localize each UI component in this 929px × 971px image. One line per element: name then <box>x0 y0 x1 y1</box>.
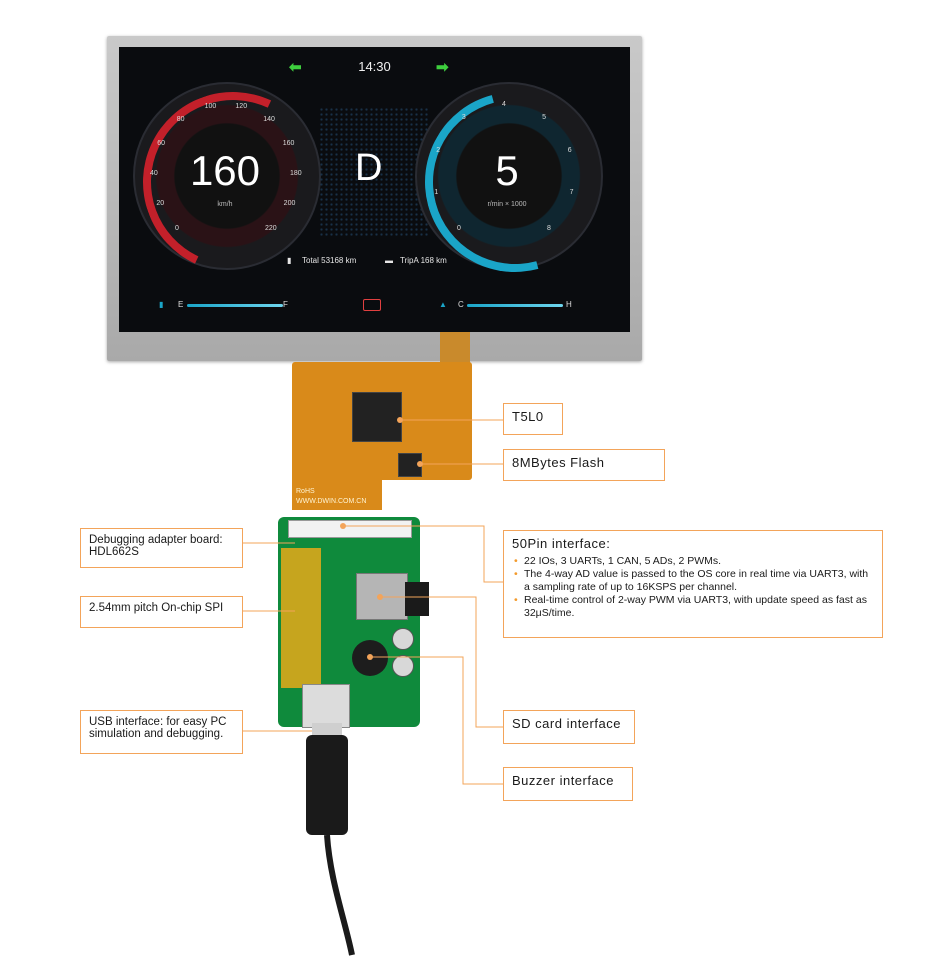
sd-leader <box>380 596 503 728</box>
callout-debug: Debugging adapter board: HDL662S <box>80 528 243 568</box>
speed-value: 160 <box>189 147 261 194</box>
t5l0-board-tail <box>292 470 382 510</box>
buzzer-leader <box>370 656 503 785</box>
gauge-tick: 4 <box>502 101 506 108</box>
pin-title: 50Pin interface: <box>512 536 611 551</box>
speed-unit: km/h <box>217 201 233 208</box>
gauge-tick: 220 <box>264 224 277 232</box>
gauge-tick: 8 <box>546 224 551 232</box>
fuel-low-label: E <box>178 300 184 309</box>
pin-item: The 4-way AD value is passed to the OS c… <box>514 568 874 594</box>
fuel-bar <box>187 304 283 307</box>
temperature-icon: ▲ <box>439 300 447 309</box>
gauge-tick: 200 <box>283 200 296 208</box>
gauge-tick: 180 <box>289 169 302 177</box>
callout-usb: USB interface: for easy PC simulation an… <box>80 710 243 754</box>
odometer-icon: ▮ <box>287 256 292 265</box>
gauge-tick: 3 <box>461 113 466 121</box>
gear-indicator: D <box>355 147 383 189</box>
gauge-tick: 0 <box>175 224 179 232</box>
gauge-tick: 0 <box>457 224 461 232</box>
usb-plug <box>306 735 348 835</box>
gauge-tick: 40 <box>150 169 158 177</box>
temp-high-label: H <box>566 300 572 309</box>
clock: 14:30 <box>358 59 391 74</box>
gauge-tick: 7 <box>569 189 574 197</box>
50pin-connector <box>288 520 412 538</box>
gauge-tick: 160 <box>282 139 295 147</box>
tachometer <box>415 82 603 270</box>
fuel-high-label: F <box>283 300 288 309</box>
gauge-tick: 120 <box>235 102 248 110</box>
usb-cable <box>324 834 355 956</box>
center-dot-pattern <box>319 107 429 237</box>
callout-spi: 2.54mm pitch On-chip SPI <box>80 596 243 628</box>
t5l0-chip <box>352 392 402 442</box>
rpm-value: 5 <box>495 147 519 194</box>
gauge-tick: 6 <box>567 147 572 155</box>
fuel-icon: ▮ <box>159 300 164 309</box>
pcb-rohs-mark: RoHS <box>296 488 315 495</box>
callout-t5l0: T5L0 <box>503 403 563 435</box>
sd-card <box>405 582 429 616</box>
speedometer <box>133 82 321 270</box>
trip: TripA 168 km <box>400 256 447 265</box>
gauge-tick: 1 <box>434 189 439 197</box>
odometer: Total 53168 km <box>302 256 357 265</box>
battery-icon <box>363 299 381 311</box>
gauge-tick: 2 <box>436 147 441 155</box>
pin-leader <box>343 525 503 583</box>
callout-sd: SD card interface <box>503 710 635 744</box>
rpm-unit: r/min × 1000 <box>487 201 527 208</box>
callout-buzzer: Buzzer interface <box>503 767 633 801</box>
gauge-tick: 100 <box>204 102 217 110</box>
pin-list: 22 IOs, 3 UARTs, 1 CAN, 5 ADs, 2 PWMs. T… <box>512 555 874 620</box>
temp-bar <box>467 304 563 307</box>
callout-flash: 8MBytes Flash <box>503 449 665 481</box>
trip-icon: ▬ <box>385 256 393 265</box>
pcb-url: WWW.DWIN.COM.CN <box>296 498 367 505</box>
pin-item: Real-time control of 2-way PWM via UART3… <box>514 594 874 620</box>
spi-header <box>281 548 321 688</box>
left-arrow-icon: ⬅ <box>289 59 302 76</box>
capacitor <box>392 628 414 650</box>
callout-50pin: 50Pin interface: 22 IOs, 3 UARTs, 1 CAN,… <box>503 530 883 638</box>
gauge-tick: 60 <box>157 139 166 147</box>
gauge-tick: 20 <box>156 200 165 208</box>
gauge-tick: 80 <box>176 115 185 123</box>
right-arrow-icon: ➡ <box>436 59 449 76</box>
gauge-tick: 5 <box>542 113 547 121</box>
temp-low-label: C <box>458 300 464 309</box>
gauge-tick: 140 <box>263 115 275 123</box>
pin-item: 22 IOs, 3 UARTs, 1 CAN, 5 ADs, 2 PWMs. <box>514 555 874 568</box>
capacitor <box>392 655 414 677</box>
